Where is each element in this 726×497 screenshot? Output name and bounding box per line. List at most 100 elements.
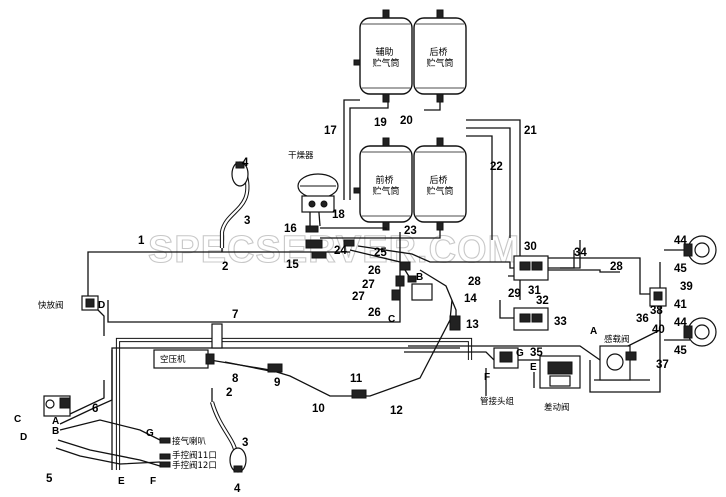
letter-callout: C xyxy=(388,314,395,325)
tank-fittings xyxy=(353,9,444,231)
front-brake-chamber-top xyxy=(231,161,249,187)
callout: 31 xyxy=(528,285,541,297)
letter-callout: G xyxy=(146,428,154,439)
air-compressor xyxy=(153,349,215,369)
callout: 45 xyxy=(674,345,687,357)
callout: 17 xyxy=(324,125,337,137)
tank-aux-line2: 贮气筒 xyxy=(372,57,399,69)
tank-aux-brake: 辅助 贮气筒 xyxy=(359,17,413,95)
callout: 21 xyxy=(524,125,537,137)
callout: 32 xyxy=(536,295,549,307)
rear-valve-block xyxy=(649,287,667,307)
callout: 14 xyxy=(464,293,477,305)
fitting-11 xyxy=(351,389,367,399)
letter-callout: A xyxy=(52,416,59,427)
callout: 9 xyxy=(274,377,280,389)
callout: 35 xyxy=(530,347,543,359)
callout: 39 xyxy=(680,281,693,293)
tank-rear-bottom-line2: 贮气筒 xyxy=(426,185,453,197)
tank-rear-bottom-line1: 后桥 xyxy=(430,174,448,186)
tank-rear-top-line1: 后桥 xyxy=(430,46,448,58)
letter-callout: B xyxy=(52,426,59,437)
callout: 20 xyxy=(400,115,413,127)
callout: 37 xyxy=(656,359,669,371)
fitting-13 xyxy=(449,315,461,331)
letter-callout: F xyxy=(484,372,490,383)
callout: 11 xyxy=(350,373,363,385)
air-dryer xyxy=(297,173,339,213)
callout: 26 xyxy=(368,265,381,277)
callout: 36 xyxy=(636,313,649,325)
callout: 4 xyxy=(234,483,241,495)
callout: 30 xyxy=(524,241,537,253)
callout: 10 xyxy=(312,403,325,415)
tank-front-label: 前桥 贮气筒 xyxy=(372,174,399,197)
fitting-cluster-left xyxy=(305,225,355,259)
tank-rear-top-line2: 贮气筒 xyxy=(426,57,453,69)
label-hand-control-11: 手控阀11口 xyxy=(172,450,217,461)
callout: 3 xyxy=(242,437,248,449)
load-sensing-valve xyxy=(599,345,637,381)
callout: 26 xyxy=(368,307,381,319)
letter-callout: G xyxy=(516,348,524,359)
callout-numbers: 1 2 2 3 3 4 4 5 6 7 8 9 10 11 12 13 14 1… xyxy=(46,115,693,495)
callout: 15 xyxy=(286,259,299,271)
callout: 41 xyxy=(674,299,687,311)
watermark: SPECSERVER.COM xyxy=(148,229,520,271)
callout: 19 xyxy=(374,117,387,129)
front-brake-chamber-bottom xyxy=(229,447,247,473)
callout: 34 xyxy=(574,247,587,259)
brake-chamber-upper xyxy=(683,235,717,265)
label-relay-valve: 差动阀 xyxy=(544,402,570,413)
callout: 24 xyxy=(334,245,347,257)
pipe-joint-group xyxy=(493,347,519,369)
tank-rear-axle-bottom: 后桥 贮气筒 xyxy=(413,145,467,223)
callout: 45 xyxy=(674,263,687,275)
callout: 18 xyxy=(332,209,345,221)
letter-callout: B xyxy=(416,272,423,283)
letter-callout: F xyxy=(150,476,156,487)
callout: 25 xyxy=(374,247,387,259)
callout: 4 xyxy=(242,157,249,169)
callout: 22 xyxy=(490,161,503,173)
tank-rear-axle-top: 后桥 贮气筒 xyxy=(413,17,467,95)
hand-brake-valve xyxy=(43,395,71,417)
label-pipe-joint: 管接头组 xyxy=(480,396,515,407)
tank-aux-label: 辅助 贮气筒 xyxy=(372,46,399,69)
label-dryer: 干燥器 xyxy=(288,150,314,161)
relay-valve xyxy=(539,355,581,389)
callout: 27 xyxy=(362,279,375,291)
callout: 6 xyxy=(92,403,98,415)
hand-control-fittings xyxy=(159,437,171,468)
callout: 2 xyxy=(226,387,232,399)
callout: 44 xyxy=(674,317,687,329)
label-load-sensing-valve: 感载阀 xyxy=(604,334,630,345)
callout: 13 xyxy=(466,319,479,331)
callout: 2 xyxy=(222,261,228,273)
callout: 23 xyxy=(404,225,417,237)
tank-front-line2: 贮气筒 xyxy=(372,185,399,197)
tank-rear-bottom-label: 后桥 贮气筒 xyxy=(426,174,453,197)
callout: 1 xyxy=(138,235,145,247)
callout-letters: A A B B C C D D E E F F G G xyxy=(14,272,597,487)
callout: 40 xyxy=(652,324,665,336)
tank-front-line1: 前桥 xyxy=(376,174,394,186)
callout: 44 xyxy=(674,235,687,247)
callout: 3 xyxy=(244,215,250,227)
callout: 29 xyxy=(508,288,521,300)
relay-valve-block-upper xyxy=(513,255,549,281)
letter-callout: D xyxy=(98,300,105,311)
brake-chamber-lower xyxy=(683,317,717,347)
letter-callout: A xyxy=(590,326,597,337)
relay-valve-block-lower xyxy=(513,307,549,331)
callout: 16 xyxy=(284,223,297,235)
letter-callout: C xyxy=(14,414,21,425)
callout: 28 xyxy=(468,276,481,288)
letter-callout: D xyxy=(20,432,27,443)
letter-callout: E xyxy=(530,362,537,373)
fitting-9 xyxy=(267,363,283,373)
quick-release-valve xyxy=(81,295,99,311)
tank-front-axle: 前桥 贮气筒 xyxy=(359,145,413,223)
